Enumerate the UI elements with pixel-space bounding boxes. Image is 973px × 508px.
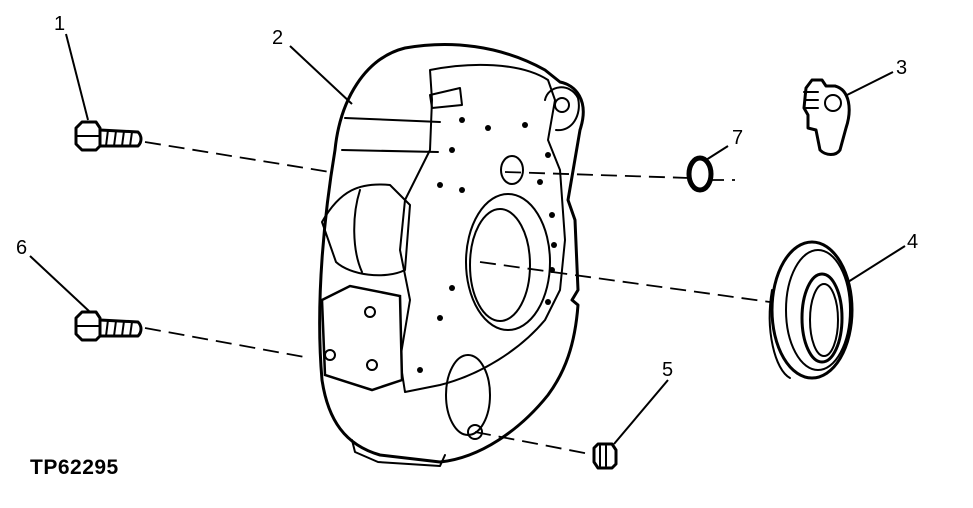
callout-6: 6 <box>16 237 27 259</box>
leader-lines <box>29 33 906 445</box>
housing-bolt-holes <box>417 117 557 373</box>
timing-pointer <box>802 78 851 156</box>
flywheel-housing <box>318 43 585 467</box>
callout-7: 7 <box>732 127 743 149</box>
callout-2: 2 <box>272 27 283 49</box>
plug <box>592 442 618 470</box>
oil-seal <box>768 240 854 380</box>
cap-screw-lower <box>74 310 143 342</box>
callout-1: 1 <box>54 13 65 35</box>
callout-4: 4 <box>907 231 918 253</box>
callout-5: 5 <box>662 359 673 381</box>
cap-screw-upper <box>74 120 143 152</box>
o-ring <box>686 155 714 193</box>
figure-id-label: TP62295 <box>30 456 119 479</box>
assembly-lines <box>144 141 771 456</box>
callout-labels: 1 2 3 7 4 6 5 <box>16 13 918 381</box>
callout-3: 3 <box>896 57 907 79</box>
